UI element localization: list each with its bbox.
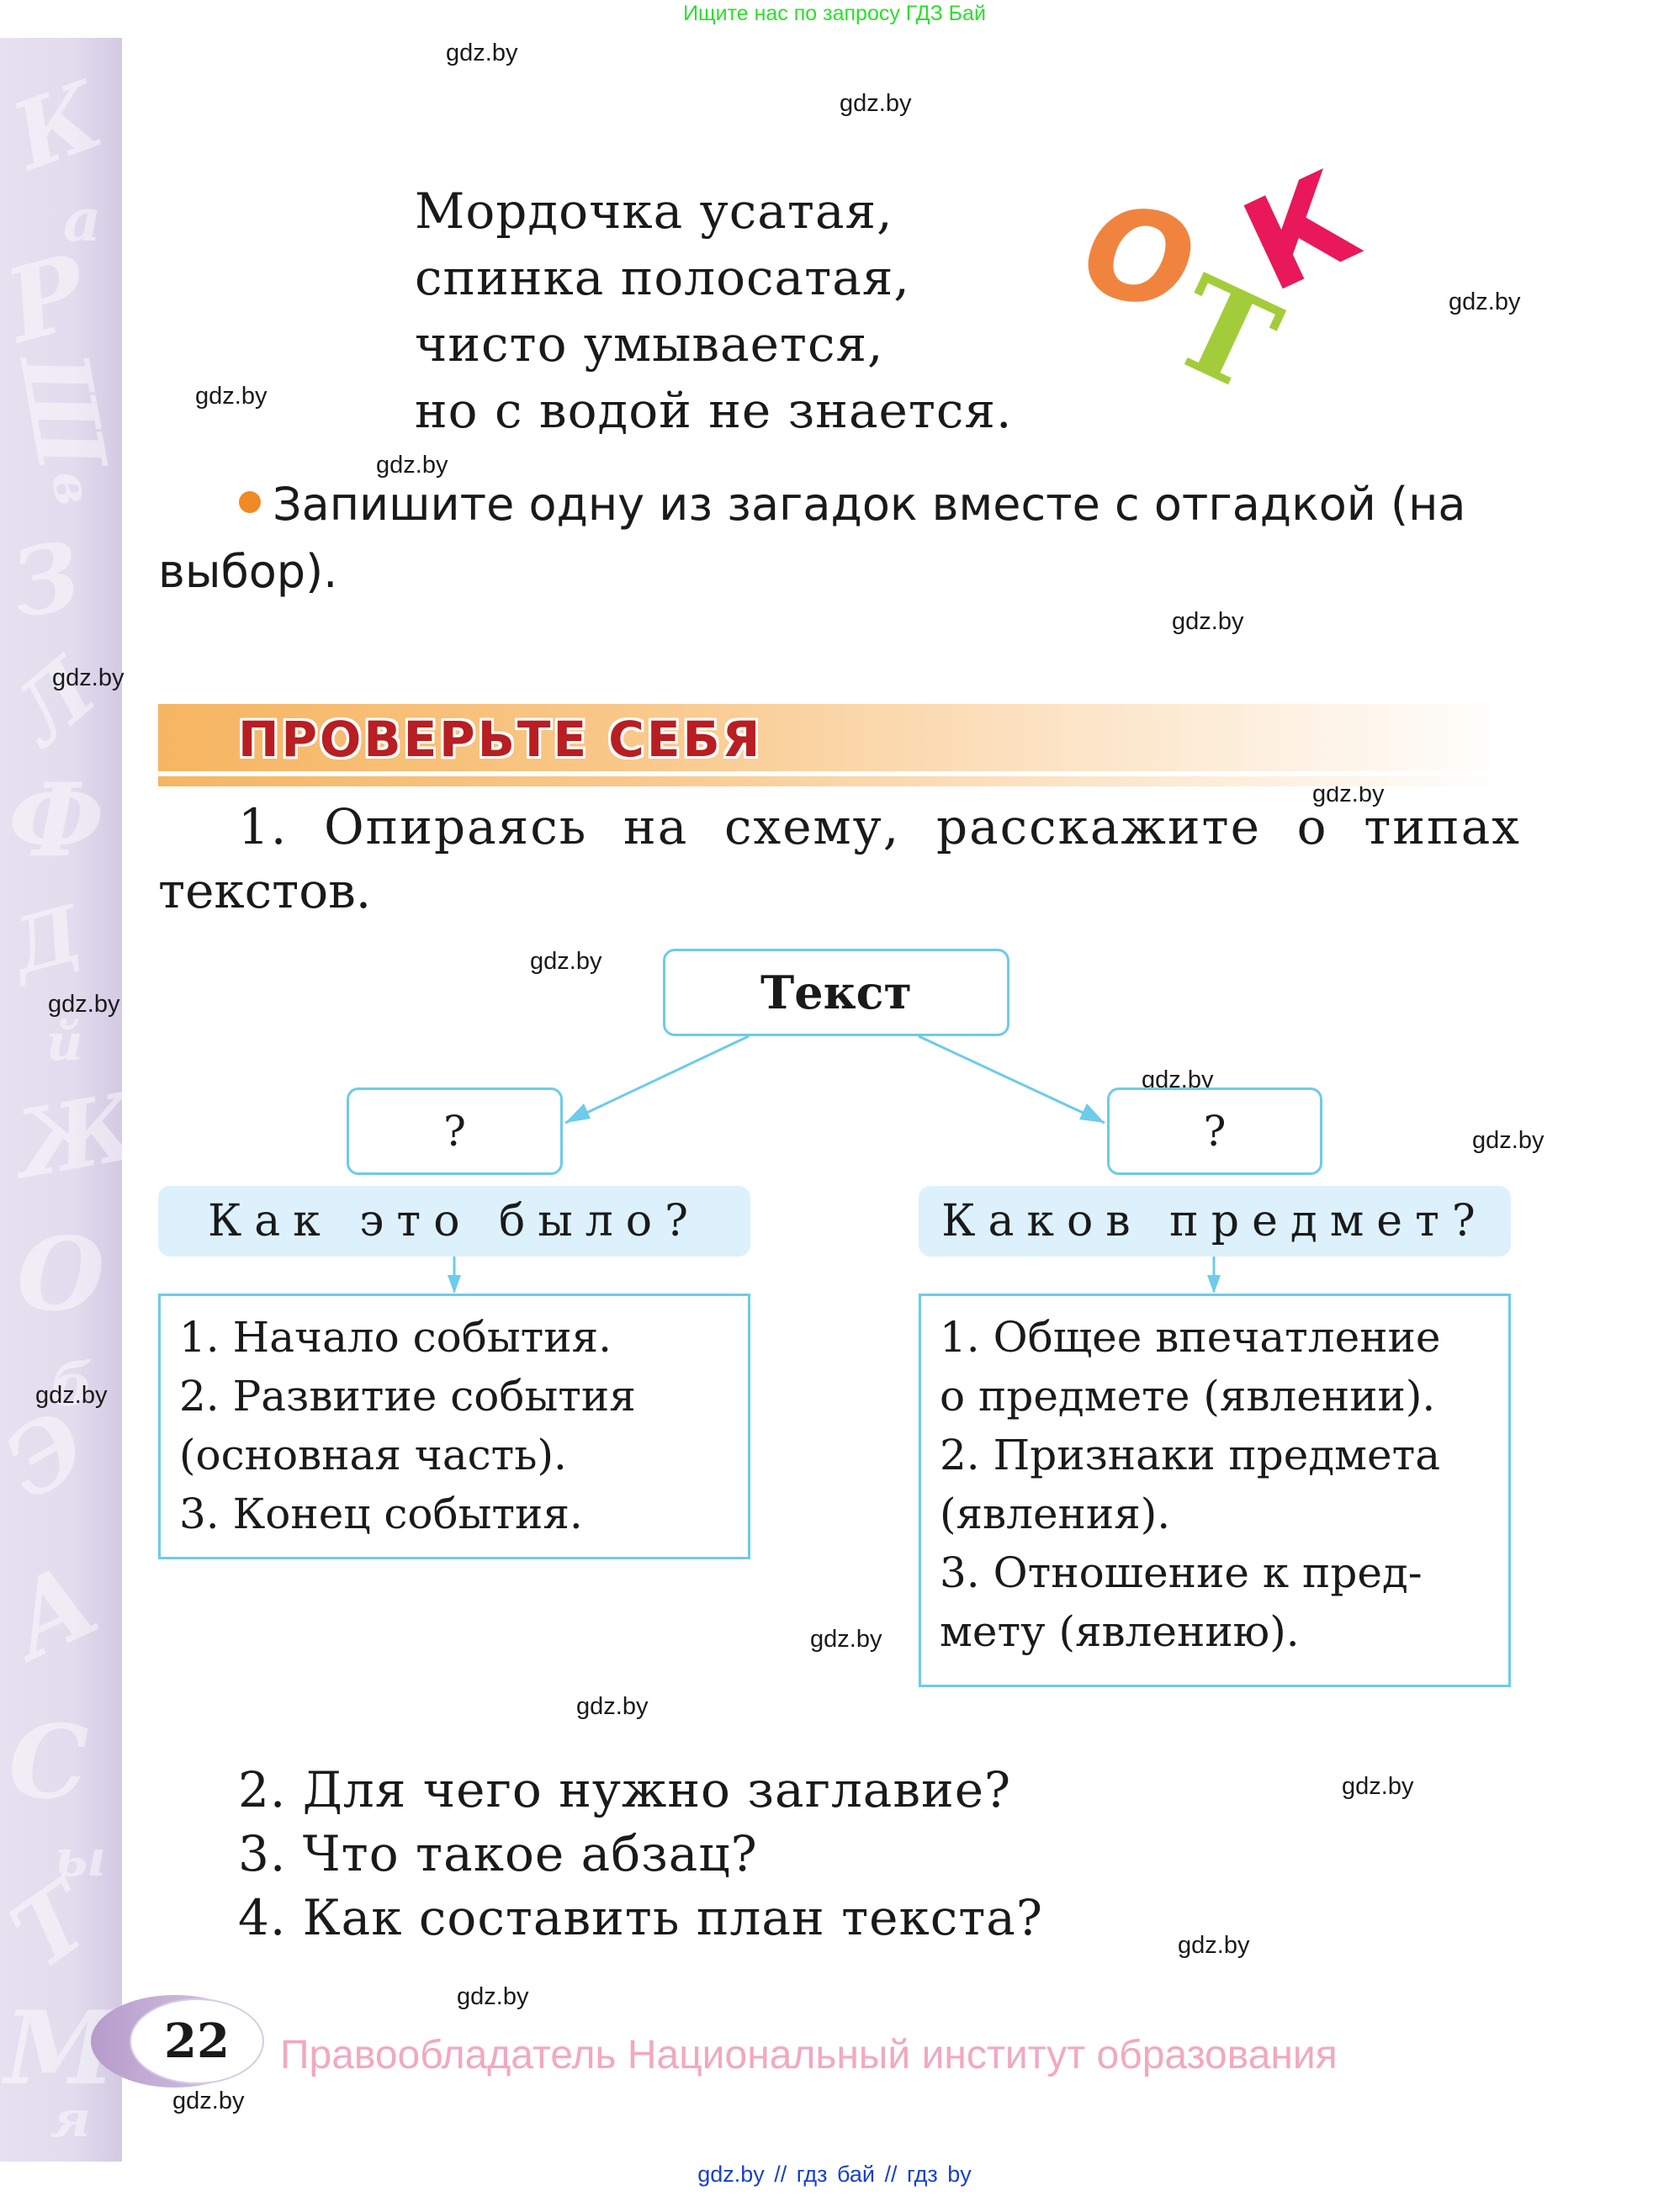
diagram-root-box: Текст: [663, 949, 1009, 1036]
watermark: gdz.by: [48, 991, 120, 1018]
diagram-right-placeholder-box: ?: [1107, 1087, 1322, 1175]
watermark: gdz.by: [446, 40, 518, 66]
task-instruction: Запишите одну из загадок вместе с отгадк…: [158, 471, 1521, 606]
question-1-line-2: текстов.: [158, 862, 372, 919]
riddle-line: но с водой не знается.: [415, 382, 1013, 439]
diagram-left-list: 1. Начало события. 2. Развитие события (…: [158, 1294, 750, 1559]
question-1-line-1: 1. Опираясь на схему, расскажите о типах: [238, 798, 1521, 855]
sidebar-letter: Ш: [0, 344, 122, 479]
watermark: gdz.by: [1472, 1127, 1544, 1154]
watermark: gdz.by: [1342, 1773, 1414, 1800]
watermark: gdz.by: [810, 1626, 882, 1653]
copyright-notice: Правообладатель Национальный институт об…: [280, 2033, 1338, 2077]
riddle-line: спинка полосатая,: [415, 249, 910, 306]
list-item: (основная часть).: [179, 1431, 567, 1479]
diagram-left-label: Как это было?: [158, 1186, 750, 1257]
sidebar-letter: Ж: [8, 1071, 122, 1199]
question-item: 4. Как составить план текста?: [238, 1889, 1043, 1946]
watermark: gdz.by: [35, 1382, 108, 1409]
sidebar-letter: а: [63, 185, 102, 255]
page-number: 22: [130, 1998, 264, 2084]
header-stripe: [158, 771, 1513, 776]
watermark: gdz.by: [52, 664, 125, 691]
diagram-root-label: Текст: [760, 966, 912, 1019]
sidebar-letter: С: [8, 1703, 89, 1822]
list-item: 2. Развитие события: [179, 1372, 636, 1421]
watermark: gdz.by: [1172, 608, 1244, 635]
section-header-bar: ПРОВЕРЬТЕ СЕБЯ: [158, 704, 1513, 786]
watermark: gdz.by: [376, 452, 448, 479]
answer-letters-illustration: О Т К: [1071, 145, 1396, 429]
list-item: (явления).: [940, 1490, 1171, 1538]
list-item: 3. Отношение к пред-: [940, 1548, 1423, 1597]
sidebar-letter: я: [50, 2090, 91, 2149]
placeholder-question-mark: ?: [1203, 1107, 1227, 1156]
sidebar-letter: О: [17, 1215, 105, 1334]
riddle-poem: Мордочка усатая, спинка полосатая, чисто…: [415, 178, 1012, 444]
watermark: gdz.by: [1178, 1932, 1250, 1959]
sidebar-letter: й: [46, 1013, 83, 1072]
question-item: 2. Для чего нужно заглавие?: [238, 1761, 1012, 1818]
diagram-right-label: Каков предмет?: [919, 1186, 1511, 1257]
task-text: Запишите одну из загадок вместе с отгадк…: [158, 478, 1466, 598]
watermark: gdz.by: [576, 1693, 649, 1720]
sidebar-letter: Л: [0, 639, 115, 764]
placeholder-question-mark: ?: [443, 1107, 466, 1156]
sidebar-letter: Д: [2, 888, 91, 992]
bullet-icon: [239, 491, 261, 513]
list-item: 3. Конец события.: [179, 1490, 583, 1538]
watermark: gdz.by: [530, 948, 602, 975]
watermark: gdz.by: [1449, 288, 1521, 315]
watermark: gdz.by: [840, 90, 912, 117]
diagram-right-list: 1. Общее впечатление о предмете (явлении…: [919, 1294, 1511, 1687]
list-item: о предмете (явлении).: [940, 1372, 1436, 1421]
page-number-badge: 22: [91, 1995, 264, 2088]
list-item: 2. Признаки предмета: [940, 1431, 1441, 1479]
footer-links[interactable]: gdz.by // гдз бай // гдз by: [697, 2162, 972, 2187]
question-1: 1. Опираясь на схему, расскажите о типах…: [158, 795, 1521, 923]
section-title: ПРОВЕРЬТЕ СЕБЯ: [238, 711, 763, 768]
list-item: 1. Начало события.: [179, 1313, 612, 1362]
question-item: 3. Что такое абзац?: [238, 1825, 758, 1882]
diagram-left-placeholder-box: ?: [347, 1087, 563, 1175]
riddle-line: чисто умывается,: [415, 315, 884, 373]
decorative-sidebar: К а Р Ш в З Л Ф Д й Ж О б Э А С ы Т М я: [0, 38, 122, 2162]
sidebar-letter: К: [0, 60, 116, 192]
watermark: gdz.by: [457, 1983, 529, 2010]
watermark: gdz.by: [195, 383, 268, 410]
list-item: 1. Общее впечатление: [940, 1313, 1441, 1362]
top-search-banner[interactable]: Ищите нас по запросу ГДЗ Бай: [683, 2, 986, 25]
questions-list: 2. Для чего нужно заглавие? 3. Что такое…: [238, 1758, 1043, 1950]
list-item: мету (явлению).: [940, 1607, 1300, 1656]
sidebar-letter: б: [50, 1350, 93, 1420]
sidebar-letter: ы: [55, 1829, 107, 1888]
sidebar-letter: З: [3, 521, 88, 639]
riddle-line: Мордочка усатая,: [415, 183, 893, 240]
watermark: gdz.by: [172, 2088, 245, 2114]
sidebar-letter: А: [0, 1539, 116, 1683]
sidebar-letter: Ф: [8, 761, 104, 880]
